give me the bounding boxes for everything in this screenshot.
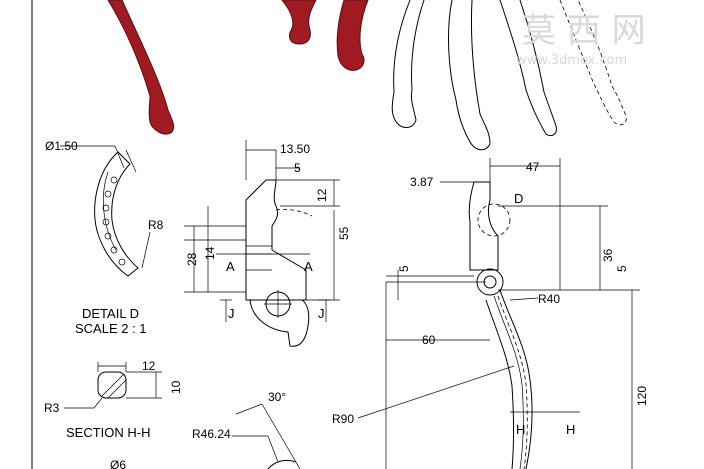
side-d6: 14 (203, 246, 217, 260)
bottom-partial: Ø6 (110, 458, 126, 469)
side-sec-j-right: J (318, 306, 325, 321)
side-sec-j-left: J (228, 306, 235, 321)
section-radius: R3 (44, 401, 60, 415)
section-width: 12 (142, 359, 156, 373)
front-d7: 60 (422, 333, 436, 347)
front-d6: R40 (538, 292, 560, 306)
bottom-view (232, 403, 301, 469)
side-d4: 55 (337, 226, 351, 240)
watermark-url: www.3dmox.com (516, 53, 627, 68)
front-view (357, 158, 640, 469)
front-d2: 47 (526, 160, 540, 174)
front-d1: 3.87 (410, 175, 434, 189)
front-d4: 5 (615, 265, 629, 272)
side-d3: 12 (315, 188, 329, 202)
side-d1: 13.50 (280, 142, 310, 156)
bottom-radius: R46.24 (192, 427, 231, 441)
side-view (184, 140, 340, 347)
front-sec-h-left: H (516, 422, 525, 437)
side-d2: 5 (294, 161, 301, 175)
side-sec-a-right: A (304, 259, 313, 274)
section-h-view (64, 362, 162, 409)
iso-view-fingers (391, 0, 627, 151)
watermark-text: 莫 西 网 (522, 11, 646, 51)
detail-d-view (60, 145, 151, 277)
front-d5: 5 (397, 265, 411, 272)
front-d3: 36 (601, 248, 615, 262)
render-finger-2 (281, 0, 317, 45)
detail-scale: SCALE 2 : 1 (75, 321, 147, 336)
front-d9: 120 (635, 386, 649, 406)
side-d5: 28 (185, 252, 199, 266)
bottom-angle: 30° (268, 390, 286, 404)
detail-dia: Ø1.50 (45, 139, 78, 153)
render-finger-3 (336, 0, 369, 71)
section-label: SECTION H-H (66, 425, 151, 440)
render-finger-1 (107, 0, 175, 135)
front-d8: R90 (332, 412, 354, 426)
front-sec-h-right: H (566, 422, 575, 437)
front-callout-d: D (514, 191, 523, 206)
side-sec-a-left: A (226, 259, 235, 274)
detail-label: DETAIL D (82, 306, 139, 321)
detail-radius: R8 (148, 218, 164, 232)
section-height: 10 (169, 380, 183, 394)
